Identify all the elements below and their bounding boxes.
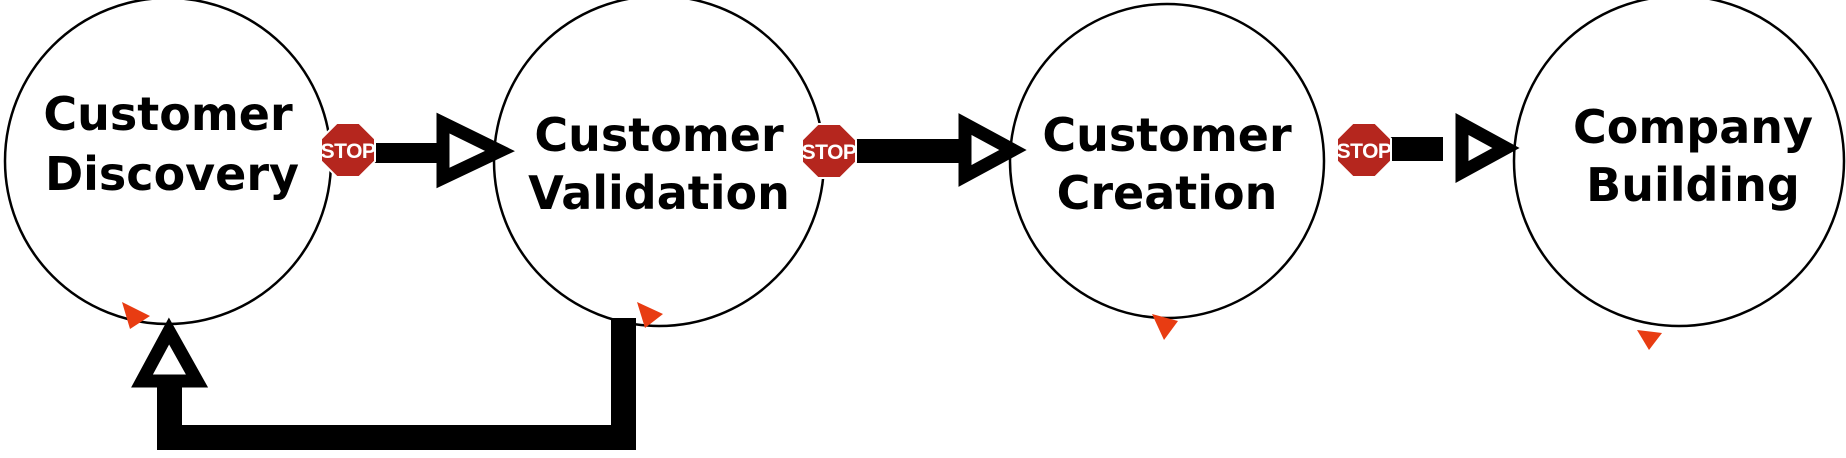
stage-customer-creation: Customer Creation: [1008, 2, 1326, 340]
stage-company-building: Company Building: [1512, 0, 1846, 350]
stop-sign-label: STOP: [321, 140, 376, 163]
stage-customer-discovery: Customer Discovery: [3, 0, 333, 329]
loop-arrow-marker-icon: [1637, 330, 1662, 350]
stop-sign-label: STOP: [1337, 140, 1392, 163]
stage-title-line2: Creation: [1057, 166, 1278, 220]
arrow-validation-to-creation: [856, 113, 1027, 187]
feedback-loop-arrow: [131, 317, 636, 450]
stage-title-line2: Building: [1586, 158, 1800, 212]
stage-circle: [1008, 2, 1326, 320]
stage-circle: [1512, 0, 1846, 328]
arrow-creation-to-building: [1385, 113, 1520, 183]
loop-arrow-marker-icon: [1152, 314, 1178, 340]
stop-sign-label: STOP: [802, 141, 857, 164]
arrow-discovery-to-validation: [372, 112, 515, 189]
stop-sign-icon: STOP: [1336, 122, 1392, 178]
stage-title-line1: Customer: [534, 108, 784, 162]
stage-title-line2: Discovery: [45, 147, 299, 201]
stop-sign-icon: STOP: [801, 123, 857, 179]
loop-arrow-marker-icon: [637, 302, 663, 328]
loop-arrow-marker-icon: [122, 302, 150, 329]
stage-title-line1: Customer: [43, 87, 293, 141]
stage-title-line1: Customer: [1042, 108, 1292, 162]
stage-customer-validation: Customer Validation: [492, 0, 826, 328]
stage-title-line1: Company: [1573, 100, 1813, 154]
stage-circle: [492, 0, 826, 328]
stop-sign-icon: STOP: [320, 122, 376, 178]
stage-title-line2: Validation: [528, 166, 790, 220]
